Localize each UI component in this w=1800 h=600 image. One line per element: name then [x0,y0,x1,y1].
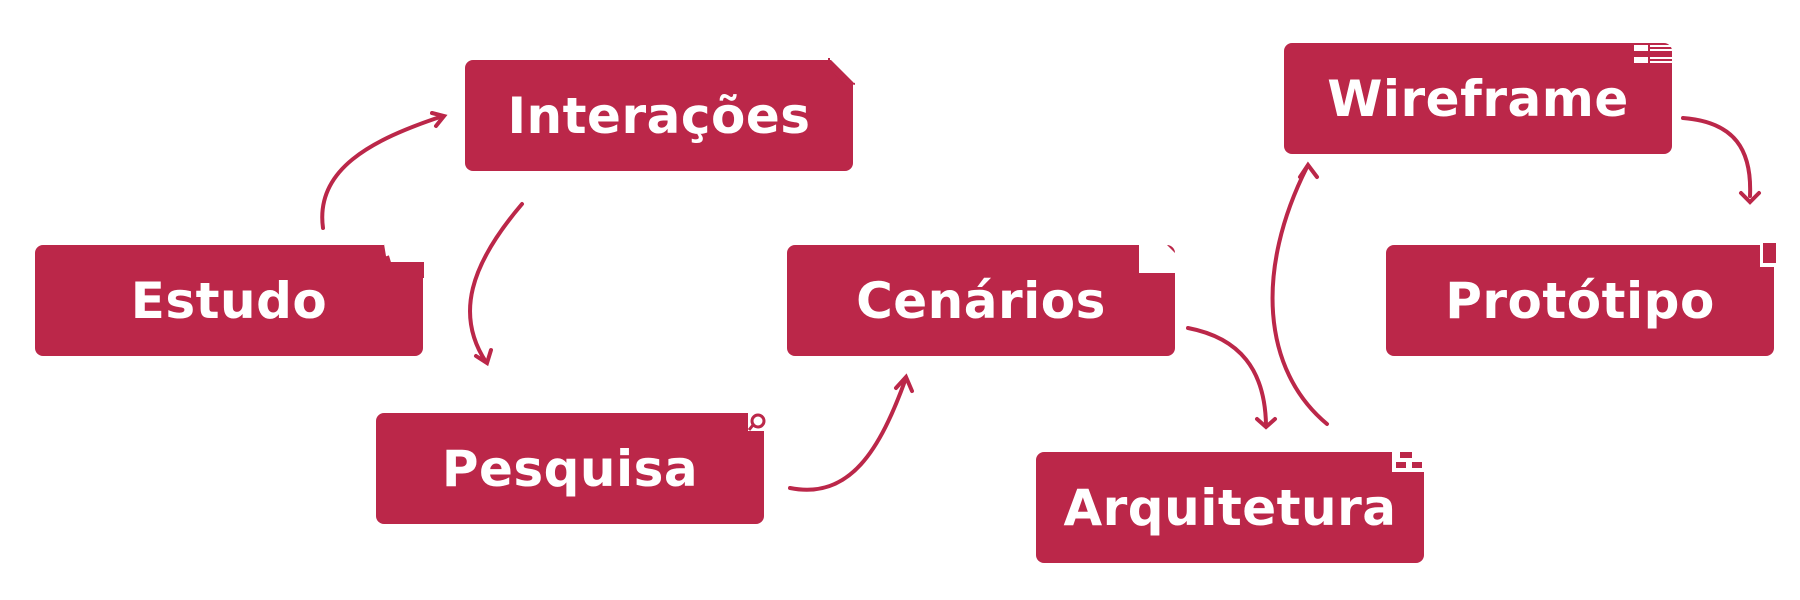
step-pesquisa: Pesquisa [376,411,766,524]
arrow-interacoes-to-pesquisa [467,202,524,364]
step-wireframe-label: Wireframe [1327,69,1629,128]
step-interacoes: Interações [465,58,855,171]
step-estudo: Estudo [35,244,424,356]
bracket-corner-icon [1750,243,1776,267]
arrow-arquitetura-to-wireframe [1270,165,1329,426]
arrow-estudo-to-interacoes [320,114,445,230]
sitemap-icon [1392,450,1426,472]
step-cenarios: Cenários [787,243,1177,356]
arrowhead-cenarios [894,373,914,393]
document-tab-icon [384,244,424,278]
arrowhead-wireframe [1298,161,1319,179]
step-interacoes-label: Interações [507,86,811,145]
step-arquitetura-label: Arquitetura [1063,478,1397,537]
folded-corner-icon [1139,243,1177,273]
step-wireframe: Wireframe [1284,43,1672,154]
magnifier-icon [747,411,766,431]
arrowhead-interacoes [430,111,448,128]
step-cenarios-label: Cenários [856,271,1106,330]
step-pesquisa-label: Pesquisa [441,439,699,498]
arrowhead-arquitetura [1255,417,1277,430]
arrow-pesquisa-to-cenarios [788,376,908,492]
arrowhead-prototipo [1739,191,1761,205]
step-prototipo-label: Protótipo [1445,271,1715,330]
arrow-wireframe-to-prototipo [1681,116,1753,198]
step-arquitetura: Arquitetura [1036,450,1426,563]
arrow-cenarios-to-arquitetura [1186,326,1268,427]
step-prototipo: Protótipo [1386,243,1776,356]
arrowhead-pesquisa [474,348,493,367]
layout-lines-icon [1634,45,1672,63]
step-estudo-label: Estudo [130,271,328,330]
folded-corner-icon [828,58,855,85]
